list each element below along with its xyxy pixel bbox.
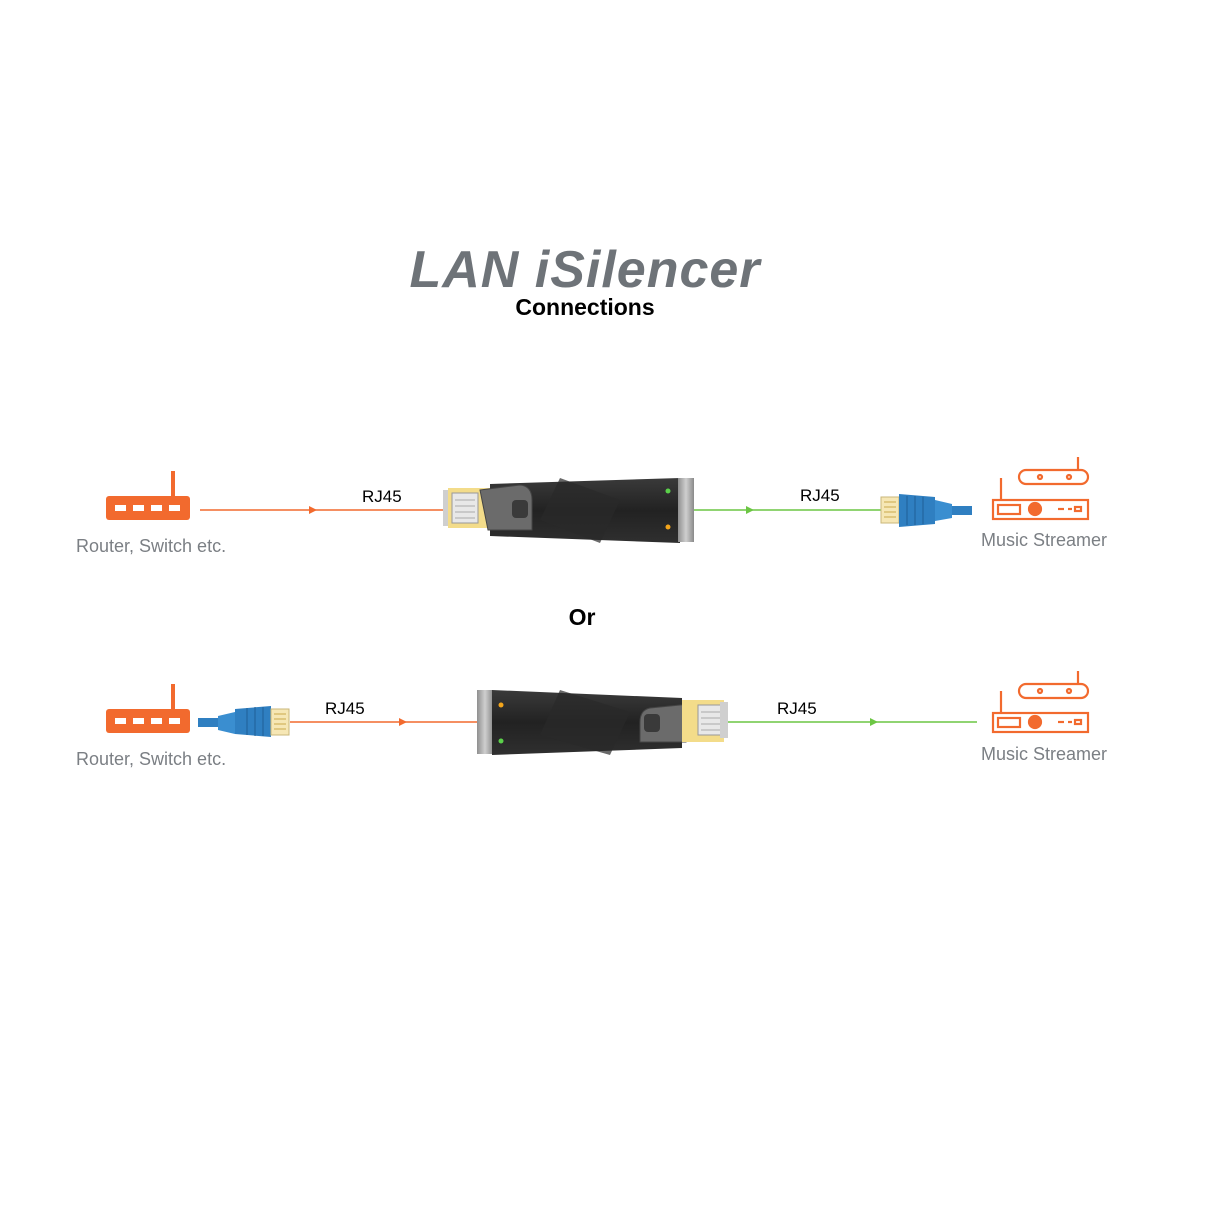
page-title: LAN iSilencer: [409, 241, 761, 299]
row2-cable-plug: [198, 706, 290, 737]
row1-dest-link: [694, 506, 884, 514]
row1-dest-label: Music Streamer: [981, 530, 1108, 550]
row1-source-link: [200, 506, 447, 514]
page-subtitle: Connections: [515, 294, 655, 320]
row2-right-cable-label: RJ45: [777, 699, 817, 718]
row1-router-icon: [106, 471, 190, 520]
row2-source-label: Router, Switch etc.: [76, 749, 227, 769]
row2-isilencer-device: [477, 690, 728, 755]
row2-music-streamer-icon: [991, 671, 1090, 734]
row1-left-cable-label: RJ45: [362, 487, 402, 506]
row1-music-streamer-icon: [991, 457, 1090, 521]
row1-right-cable-label: RJ45: [800, 486, 840, 505]
row2-source-link: [290, 718, 477, 726]
or-separator: Or: [568, 604, 596, 630]
row1-isilencer-device: [443, 478, 694, 543]
row1-cable-plug: [880, 494, 972, 527]
row2-dest-label: Music Streamer: [981, 744, 1108, 764]
row1-source-label: Router, Switch etc.: [76, 536, 227, 556]
row2-dest-link: [728, 718, 977, 726]
row2-left-cable-label: RJ45: [325, 699, 365, 718]
row2-router-icon: [106, 684, 190, 733]
